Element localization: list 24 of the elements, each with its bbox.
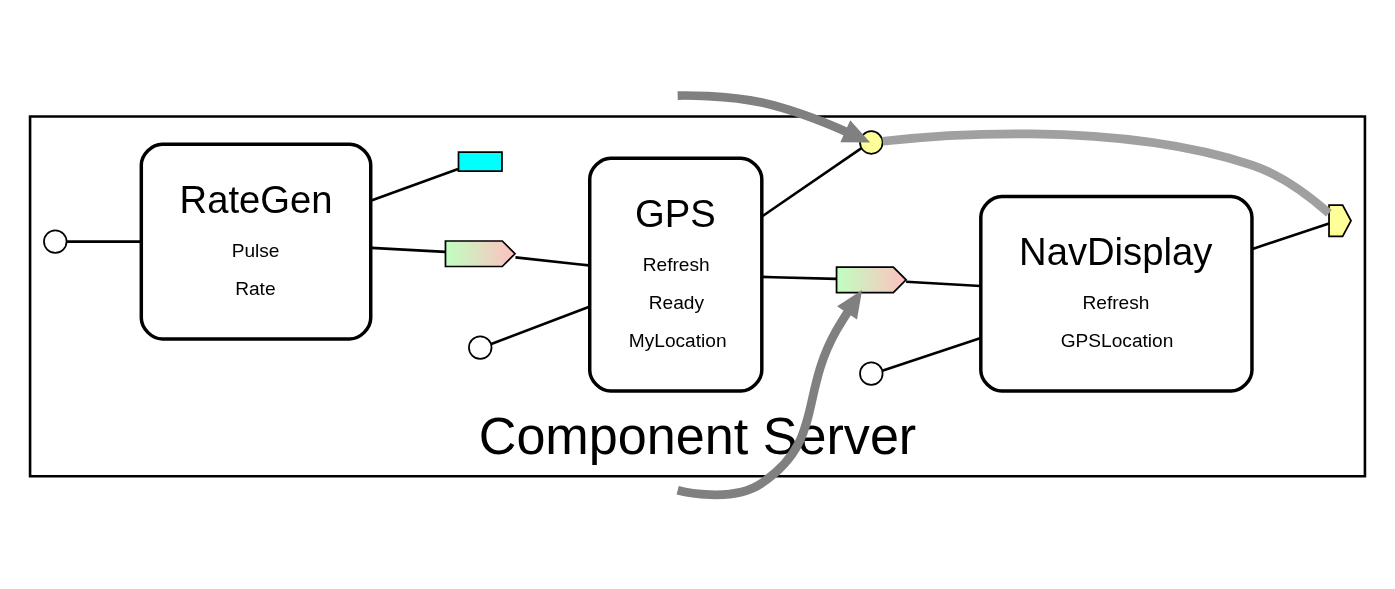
- node-circle: [859, 361, 884, 386]
- connector: [371, 246, 446, 253]
- connector: [490, 305, 590, 345]
- connector: [67, 239, 141, 243]
- node-circle: [43, 228, 68, 254]
- connector: [370, 167, 459, 202]
- node-box: [457, 150, 503, 172]
- connector: [882, 129, 1332, 217]
- node-circle: [468, 334, 493, 360]
- node-chevron: [835, 265, 908, 293]
- node-circle: [859, 129, 884, 155]
- connector: [1252, 221, 1330, 250]
- connector: [762, 275, 837, 280]
- arrow: [676, 289, 863, 499]
- node-box: GPS Refresh Ready MyLocation: [588, 155, 764, 393]
- connector: [906, 279, 981, 287]
- arrow: [677, 90, 871, 143]
- node-box: RateGen Pulse Rate: [139, 142, 373, 341]
- node-chevron: [444, 239, 517, 267]
- node-cup: [1328, 203, 1352, 237]
- node-box: NavDisplay Refresh GPSLocation: [979, 194, 1254, 393]
- connector: [515, 255, 590, 267]
- connector: [761, 146, 862, 217]
- connector: [881, 336, 982, 372]
